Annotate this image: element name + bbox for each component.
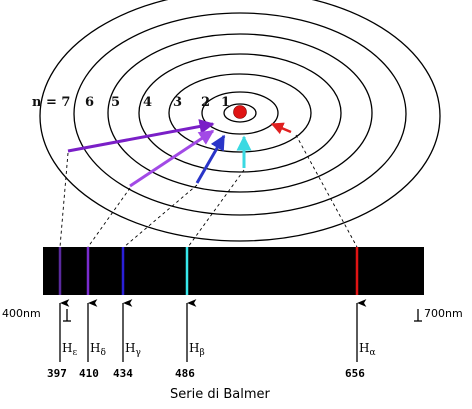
wavelength-labels: 397 410 434 486 656 — [47, 367, 365, 380]
wavelength-h-alpha: 656 — [345, 367, 365, 380]
level-label-6: 6 — [85, 95, 94, 110]
nucleus — [233, 105, 247, 119]
wavelength-h-epsilon: 397 — [47, 367, 67, 380]
scale-right-label: 700nm — [424, 307, 463, 320]
spectral-lines — [58, 247, 359, 295]
line-name-h-beta: Hβ — [189, 341, 205, 358]
line-name-h-epsilon: Hε — [62, 341, 77, 358]
spectrum-band — [43, 247, 424, 295]
orbit-2 — [201, 91, 279, 135]
level-labels: n = 7 6 5 4 3 2 1 — [32, 95, 230, 110]
projection-lines — [59, 134, 358, 248]
orbit-1 — [223, 103, 257, 123]
orbits — [39, 0, 441, 242]
transition-arrow-h-gamma — [195, 134, 226, 184]
level-label-5: 5 — [111, 95, 120, 110]
line-names: Hε Hδ Hγ Hβ Hα — [62, 341, 376, 358]
orbit-6 — [73, 12, 407, 216]
orbit-3 — [168, 73, 312, 153]
transition-arrow-h-alpha — [270, 122, 292, 135]
wavelength-h-gamma: 434 — [113, 367, 133, 380]
transition-arrow-h-delta — [129, 129, 215, 188]
transition-arrows — [67, 119, 292, 188]
orbit-4 — [138, 53, 342, 173]
line-name-h-delta: Hδ — [90, 341, 106, 358]
line-name-h-alpha: Hα — [359, 341, 376, 358]
wavelength-h-delta: 410 — [79, 367, 99, 380]
level-label-7: n = 7 — [32, 95, 70, 110]
orbit-5 — [107, 33, 373, 193]
line-markers — [59, 299, 367, 362]
projection-line-h-beta — [187, 169, 245, 248]
projection-line-h-epsilon — [59, 152, 69, 248]
orbit-7 — [39, 0, 441, 242]
scale-left-label: 400nm — [2, 307, 41, 320]
line-name-h-gamma: Hγ — [125, 341, 141, 358]
transition-arrow-h-epsilon — [67, 119, 215, 153]
level-label-3: 3 — [173, 95, 182, 110]
level-label-1: 1 — [221, 95, 230, 110]
projection-line-h-delta — [87, 187, 131, 248]
wavelength-h-beta: 486 — [175, 367, 195, 380]
level-label-2: 2 — [201, 95, 210, 110]
projection-line-h-gamma — [123, 184, 198, 248]
caption: Serie di Balmer — [170, 387, 270, 402]
level-label-4: 4 — [143, 95, 152, 110]
